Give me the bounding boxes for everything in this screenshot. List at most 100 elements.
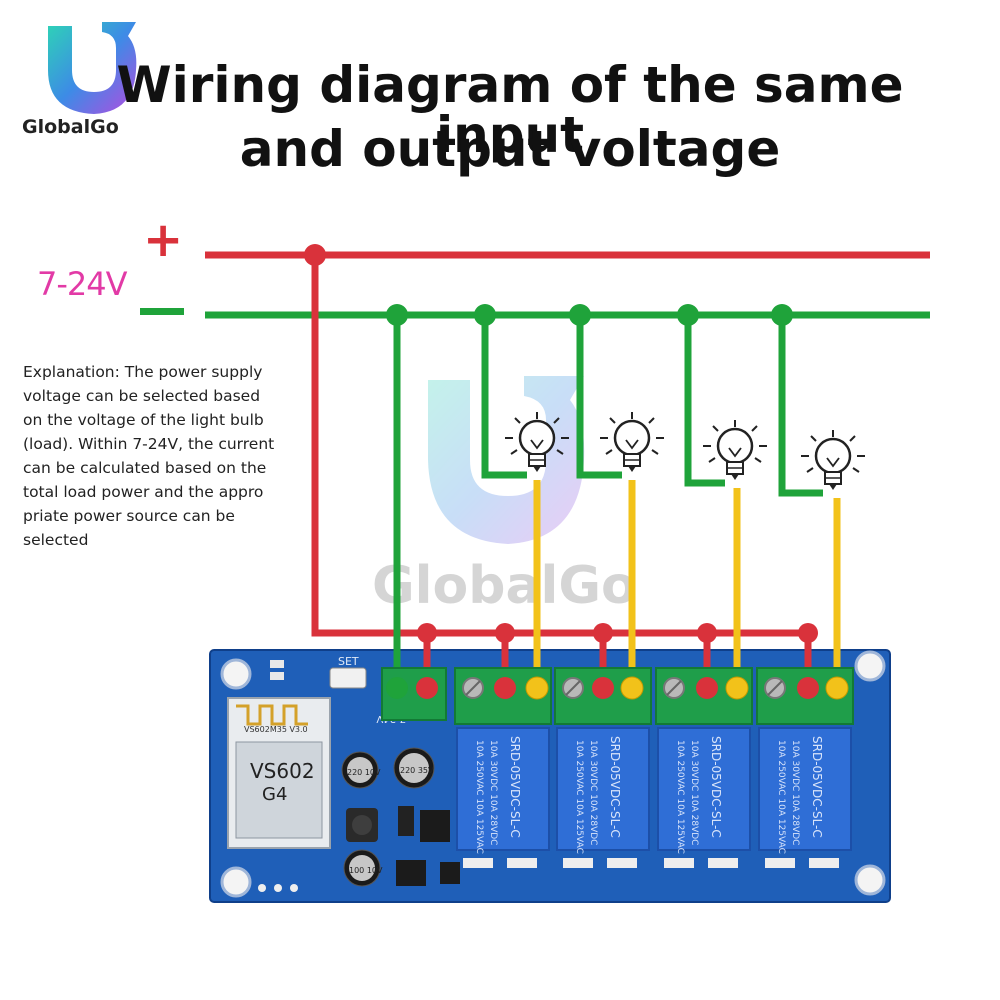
terminal-screw	[725, 676, 749, 700]
light-ray	[751, 425, 758, 432]
light-ray	[648, 417, 655, 424]
capacitor-3-label: 100 10V	[349, 866, 383, 875]
led	[765, 858, 795, 868]
relay-rating-text: 10A 30VDC 10A 28VDC	[689, 740, 699, 845]
led	[563, 858, 593, 868]
light-ray	[510, 449, 518, 455]
light-bulb-icon	[703, 420, 767, 480]
led	[809, 858, 839, 868]
light-bulb-icon	[505, 412, 569, 472]
screw-slot	[767, 680, 783, 696]
light-ray	[708, 457, 716, 463]
bulb-filament	[625, 439, 639, 450]
brand-name: GlobalGo	[22, 116, 119, 138]
light-ray	[754, 457, 762, 463]
light-ray	[651, 449, 659, 455]
relay-rating-text: 10A 250VAC 10A 125VAC	[675, 740, 685, 854]
relay-rating-text: 10A 250VAC 10A 125VAC	[474, 740, 484, 854]
set-button	[329, 667, 367, 689]
load-negative-wire	[778, 315, 823, 497]
mount-hole	[854, 650, 886, 682]
light-bulb-icon	[801, 430, 865, 490]
light-ray	[806, 467, 814, 473]
explanation-line: total load power and the appro	[23, 483, 264, 501]
bulb-filament	[826, 457, 840, 468]
mount-hole	[220, 658, 252, 690]
explanation-line: can be calculated based on the	[23, 459, 267, 477]
explanation-line: (load). Within 7-24V, the current	[23, 435, 275, 453]
light-ray	[514, 417, 521, 424]
wire-junction	[697, 623, 717, 643]
terminal-screw	[797, 677, 819, 699]
relay	[556, 727, 650, 851]
wire-junction	[569, 304, 591, 326]
capacitor-2-label: 220 35V	[400, 766, 434, 775]
module-sub-label: G4	[262, 784, 287, 805]
relay	[758, 727, 852, 851]
terminal-screw	[825, 676, 849, 700]
explanation-line: on the voltage of the light bulb	[23, 411, 264, 429]
page-title-line-2: and output voltage	[239, 120, 781, 178]
supply-voltage-label: 7-24V	[37, 265, 128, 303]
light-bulb-icon	[600, 412, 664, 472]
mount-hole	[220, 866, 252, 898]
bulb-glass	[518, 419, 556, 457]
screw-slot	[666, 680, 682, 696]
wire-junction	[386, 304, 408, 326]
screw-slot	[565, 680, 581, 696]
terminal-screw	[525, 676, 549, 700]
globalgo-logo-icon	[48, 22, 137, 114]
relay-rating-text: 10A 30VDC 10A 28VDC	[790, 740, 800, 845]
load-negative-wire	[481, 315, 527, 479]
bulb-tip	[628, 466, 636, 472]
light-ray	[609, 417, 616, 424]
capacitor-1-label: 220 10V	[347, 768, 381, 777]
mount-hole	[854, 864, 886, 896]
led	[507, 858, 537, 868]
wire-junction	[771, 304, 793, 326]
terminal-screw	[386, 677, 408, 699]
wire-junction	[798, 623, 818, 643]
bulb-tip	[829, 484, 837, 490]
wire-junction	[304, 244, 326, 266]
wire-junction	[474, 304, 496, 326]
bulb-glass	[814, 437, 852, 475]
relay-rating-text: 10A 250VAC 10A 125VAC	[574, 740, 584, 854]
module-label: VS602	[250, 759, 315, 783]
explanation-line: selected	[23, 531, 89, 549]
screw-slot	[465, 680, 481, 696]
watermark-logo-icon	[428, 376, 585, 544]
terminal-screw	[620, 676, 644, 700]
explanation-line: Explanation: The power supply	[23, 363, 263, 381]
relay-model-text: SRD-05VDC-SL-C	[508, 736, 522, 838]
relay-rating-text: 10A 30VDC 10A 28VDC	[588, 740, 598, 845]
light-ray	[852, 467, 860, 473]
explanation-line: priate power source can be	[23, 507, 235, 525]
load-negative-wire	[576, 315, 622, 479]
negative-sign	[140, 308, 184, 315]
light-ray	[605, 449, 613, 455]
wire-junction	[495, 623, 515, 643]
watermark-text: GlobalGo	[372, 556, 637, 616]
bulb-tip	[731, 474, 739, 480]
bulb-glass	[613, 419, 651, 457]
wire-junction	[417, 623, 437, 643]
relay-model-text: SRD-05VDC-SL-C	[810, 736, 824, 838]
light-ray	[849, 435, 856, 442]
set-label: SET	[338, 655, 359, 668]
terminal-screw	[416, 677, 438, 699]
bulb-filament	[728, 447, 742, 458]
bulb-glass	[716, 427, 754, 465]
positive-sign: +	[143, 212, 184, 268]
relay-rating-text: 10A 250VAC 10A 125VAC	[776, 740, 786, 854]
bulb-tip	[533, 466, 541, 472]
bulb-filament	[530, 439, 544, 450]
explanation-text: Explanation: The power supply voltage ca…	[23, 360, 323, 552]
led	[607, 858, 637, 868]
positive-bus-wire	[311, 255, 808, 637]
light-ray	[556, 449, 564, 455]
relay	[456, 727, 550, 851]
led	[664, 858, 694, 868]
relay-model-text: SRD-05VDC-SL-C	[608, 736, 622, 838]
terminal-screw	[696, 677, 718, 699]
